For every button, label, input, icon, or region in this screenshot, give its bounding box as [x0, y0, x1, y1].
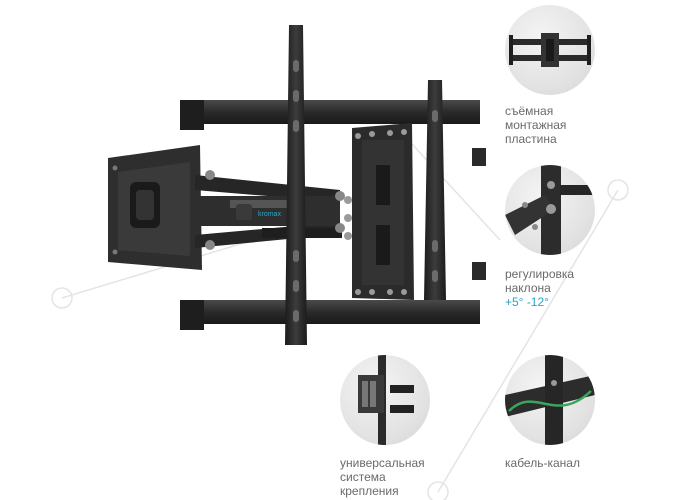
tv-wall-mount-image: kromax — [108, 25, 486, 345]
label-mounting-plate: съёмная монтажная пластина — [505, 104, 566, 146]
center-plate — [344, 123, 414, 300]
tilt-mechanism-icon — [505, 165, 595, 255]
label-line: универсальная — [340, 456, 425, 470]
label-tilt: регулировка наклона +5° -12° — [505, 267, 574, 309]
universal-bracket-icon — [358, 355, 414, 445]
brand-logo-text: kromax — [258, 211, 281, 218]
callout-tilt — [505, 165, 595, 255]
label-universal-system: универсальная система крепления — [340, 456, 425, 498]
label-cable-channel: кабель-канал — [505, 456, 580, 470]
label-line: пластина — [505, 132, 557, 146]
label-line: съёмная — [505, 104, 554, 118]
vertical-brackets — [285, 25, 446, 345]
mounting-plate-icon — [509, 33, 591, 67]
label-line: регулировка — [505, 267, 575, 281]
label-line: монтажная — [505, 118, 567, 132]
callout-cable-channel — [505, 355, 595, 445]
label-line: система — [340, 470, 386, 484]
wall-plate — [108, 145, 202, 270]
label-line: наклона — [505, 281, 551, 295]
swing-arms — [195, 170, 345, 250]
label-line: кабель-канал — [505, 456, 580, 470]
cable-channel-icon — [505, 355, 595, 445]
callout-mounting-plate — [505, 5, 595, 95]
tilt-range-value: +5° -12° — [505, 295, 549, 309]
callout-universal-system — [340, 355, 430, 445]
label-line: крепления — [340, 484, 399, 498]
